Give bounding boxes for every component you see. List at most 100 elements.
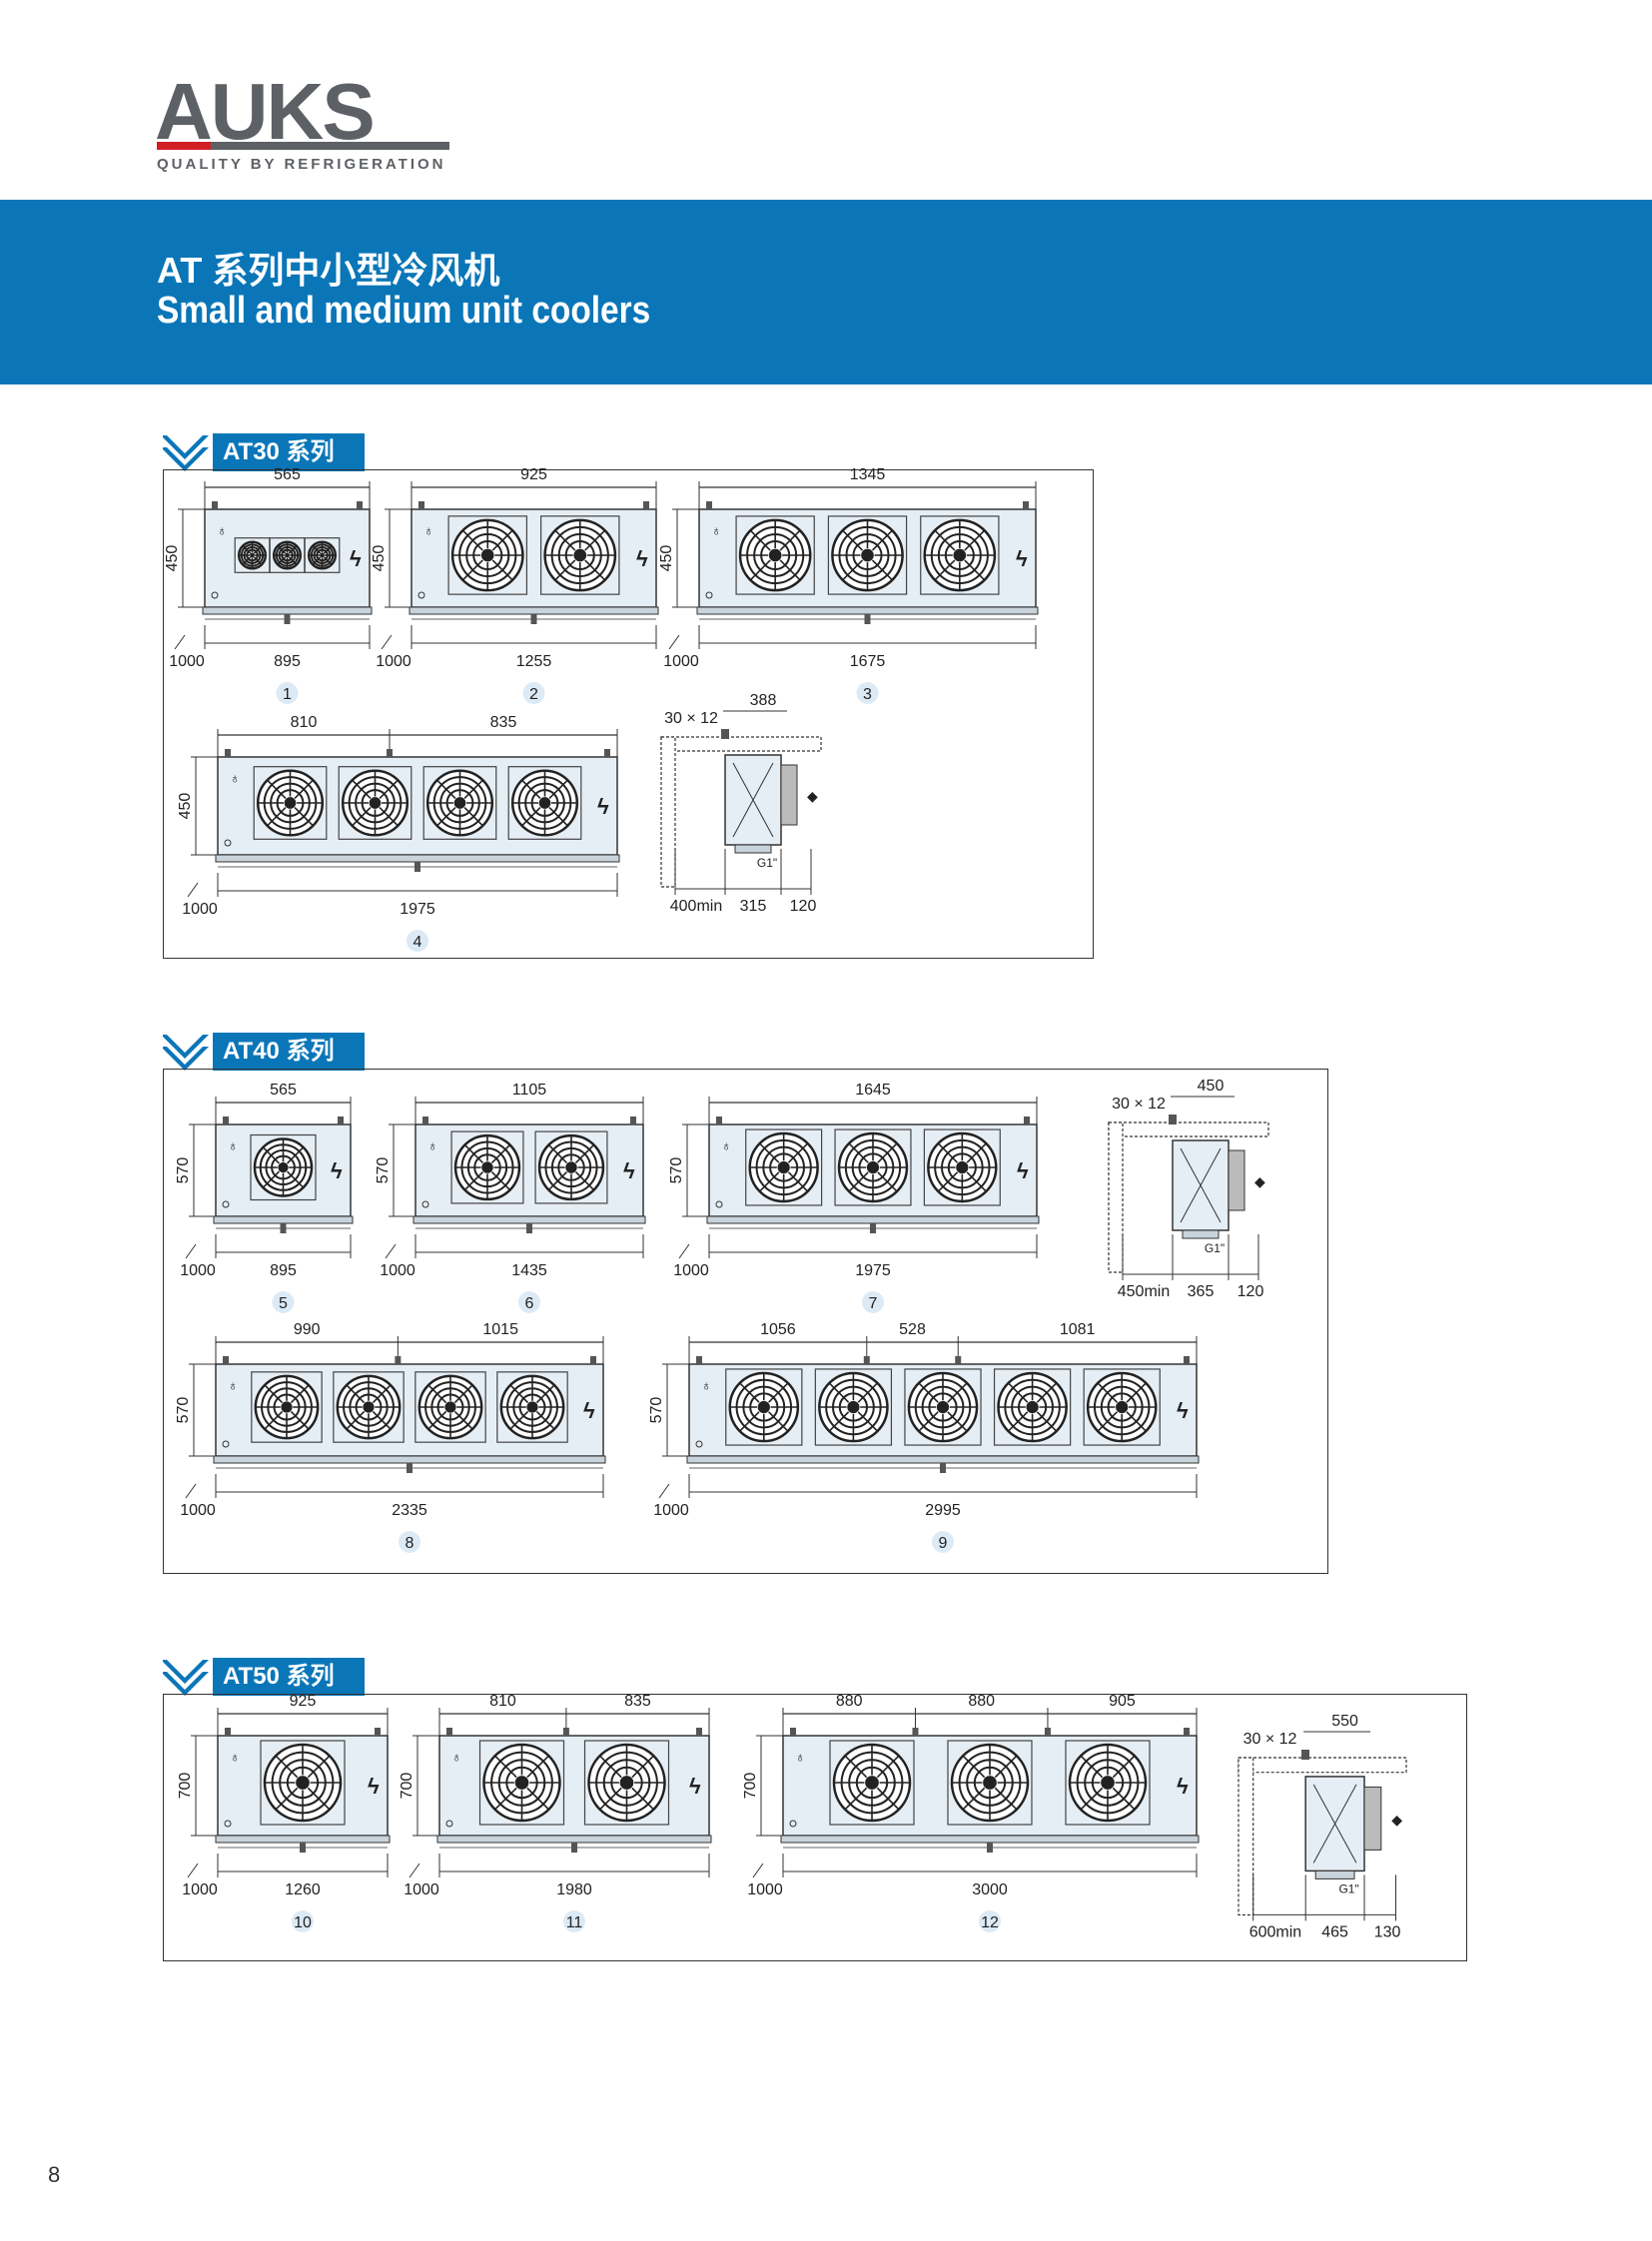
length-dimension: 1675 xyxy=(850,653,886,670)
height-dimension: 450 xyxy=(371,545,388,572)
section-frame-at30 xyxy=(163,469,1094,959)
valve-icon: ♁ xyxy=(230,770,241,786)
fan-depth-dimension: 120 xyxy=(790,898,817,915)
valve-icon: ♁ xyxy=(423,522,434,538)
top-dimension: 528 xyxy=(899,1321,926,1338)
drip-tray xyxy=(215,854,620,863)
mount-bracket xyxy=(1184,1728,1190,1736)
unit-number-badge xyxy=(856,682,879,704)
unit-number: 1 xyxy=(283,686,292,703)
drain-pipe xyxy=(300,1843,306,1853)
fan-icon xyxy=(993,1368,1072,1446)
valve-icon: ♁ xyxy=(721,1137,732,1153)
valve-icon: ♁ xyxy=(427,1137,438,1153)
height-dimension: 450 xyxy=(164,545,181,572)
clearance-dimension: 1000 xyxy=(653,1502,689,1519)
drain-hole-icon xyxy=(421,1200,429,1208)
bolt-size-label: 30 × 12 xyxy=(1112,1096,1166,1113)
mount-bracket xyxy=(630,1117,636,1124)
height-dimension: 570 xyxy=(668,1157,685,1184)
drip-tray xyxy=(213,1215,354,1224)
drip-tray xyxy=(436,1835,712,1844)
chevron-down-icon xyxy=(163,1658,213,1696)
fan-icon xyxy=(1083,1368,1161,1446)
unit-number: 5 xyxy=(279,1295,288,1312)
clearance-dimension: 1000 xyxy=(663,653,699,670)
ceiling-block xyxy=(1108,1121,1269,1137)
mount-bracket xyxy=(446,1728,452,1736)
length-dimension: 1260 xyxy=(285,1881,321,1898)
valve-icon: ♁ xyxy=(701,1377,712,1393)
fan-icon xyxy=(827,515,908,595)
mount-bracket xyxy=(706,501,712,509)
length-dimension: 1980 xyxy=(556,1881,592,1898)
mount-bracket xyxy=(604,749,610,757)
section-tab-at30: AT30 系列 xyxy=(163,433,365,471)
unit-number: 2 xyxy=(529,686,538,703)
fan-icon xyxy=(251,1371,323,1443)
wall-block xyxy=(1108,1121,1124,1273)
wall-block xyxy=(1238,1757,1254,1916)
section-title: AT40 系列 xyxy=(223,1038,335,1065)
length-dimension: 1975 xyxy=(400,901,435,918)
valve-icon: ♁ xyxy=(711,522,722,538)
drain-size-label: G1" xyxy=(1338,1881,1358,1895)
drain-pipe xyxy=(571,1843,577,1853)
mount-bracket xyxy=(375,1728,381,1736)
ceiling-block xyxy=(1238,1757,1407,1774)
top-dimension: 1081 xyxy=(1060,1321,1096,1338)
top-dimension: 990 xyxy=(294,1321,321,1338)
fan-icon xyxy=(253,766,328,840)
height-dimension: 570 xyxy=(175,1157,192,1184)
drain-hole-icon xyxy=(695,1440,703,1448)
drain-pipe xyxy=(987,1843,993,1853)
fan-icon xyxy=(1065,1740,1151,1826)
fan-icon xyxy=(234,537,271,573)
valve-icon: ♁ xyxy=(228,1377,239,1393)
fan-icon xyxy=(904,1368,982,1446)
fan-icon xyxy=(338,766,413,840)
wall-block xyxy=(660,736,676,888)
fan-icon xyxy=(478,1740,565,1826)
mount-bracket xyxy=(863,1356,870,1364)
top-dimension: 880 xyxy=(836,1693,863,1710)
fan-icon xyxy=(539,515,620,595)
length-dimension: 1435 xyxy=(511,1262,547,1279)
drain-pipe xyxy=(870,1223,876,1233)
height-dimension: 700 xyxy=(177,1773,194,1800)
unit-number-badge xyxy=(407,930,428,952)
drain-hole-icon xyxy=(789,1820,797,1828)
mount-bracket xyxy=(590,1356,596,1364)
drain-pipe xyxy=(864,614,871,624)
top-dimension: 1105 xyxy=(512,1082,547,1099)
drain-hole-icon xyxy=(224,1820,232,1828)
valve-icon: ♁ xyxy=(217,522,228,538)
section-title: AT50 系列 xyxy=(223,1663,335,1690)
fan-icon xyxy=(834,1128,912,1206)
clearance-dimension: 1000 xyxy=(376,653,412,670)
drain-pipe xyxy=(526,1223,532,1233)
fan-icon xyxy=(450,1130,524,1204)
clearance-min-dimension: 600min xyxy=(1249,1923,1301,1940)
drain-size-label: G1" xyxy=(1205,1241,1225,1255)
drip-tray xyxy=(706,1215,1040,1224)
mount-bracket xyxy=(225,749,231,757)
unit-number: 8 xyxy=(406,1535,414,1552)
drain-pipe xyxy=(280,1223,287,1233)
electric-icon: ϟ xyxy=(597,794,609,819)
drip-tray xyxy=(213,1455,606,1464)
mount-bracket xyxy=(716,1117,722,1124)
airflow-icon: ◆ xyxy=(1254,1173,1265,1189)
unit-number-badge xyxy=(862,1291,884,1313)
mount-bracket xyxy=(418,501,424,509)
top-dimension: 835 xyxy=(490,714,517,731)
height-dimension: 450 xyxy=(658,545,675,572)
top-dimension: 1645 xyxy=(855,1082,891,1099)
